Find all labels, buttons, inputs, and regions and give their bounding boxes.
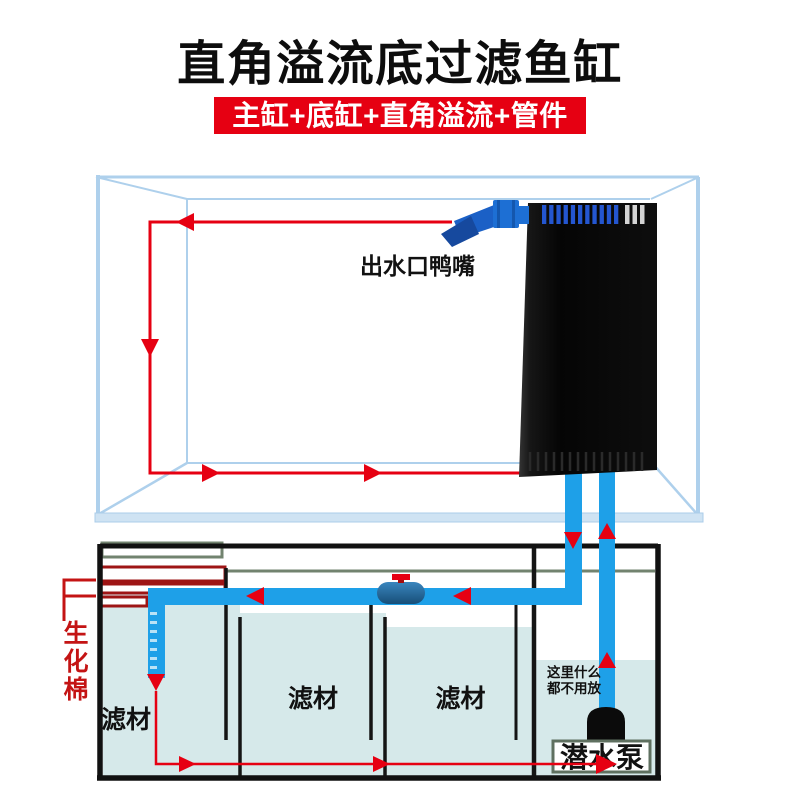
filter-media-label-3: 滤材 xyxy=(435,685,486,713)
sump-tank xyxy=(62,541,661,781)
pipe-valve xyxy=(377,574,425,604)
flow-arrow-down xyxy=(147,674,165,691)
sump-water xyxy=(103,590,656,776)
flow-arrow-left xyxy=(246,587,264,605)
pump-chamber-note-line2: 都不用放 xyxy=(547,680,601,696)
tank-flow-path xyxy=(141,213,532,482)
biochem-label-bracket xyxy=(62,578,96,621)
outlet-duckbill-label: 出水口鸭嘴 xyxy=(360,253,475,279)
down-pipe-ticks xyxy=(150,612,157,669)
overflow-comb-gray xyxy=(625,205,645,224)
pump-chamber-note-line1: 这里什么 xyxy=(547,665,601,680)
flow-arrow-left xyxy=(176,213,194,231)
duckbill-outlet xyxy=(441,200,529,247)
flow-arrow-right xyxy=(179,756,196,772)
flow-arrow-up xyxy=(598,652,616,668)
flow-arrow-down xyxy=(564,532,582,549)
filter-media-label-2: 滤材 xyxy=(287,685,338,713)
subtitle-banner: 主缸+底缸+直角溢流+管件 xyxy=(214,97,586,134)
flow-arrow-right xyxy=(596,754,617,774)
sump-horizontal-pipe xyxy=(148,588,582,605)
flow-arrow-down xyxy=(141,339,159,357)
main-tank-outline xyxy=(94,175,704,523)
flow-arrow-right xyxy=(373,756,390,772)
filter-media-label-1: 滤材 xyxy=(101,706,152,734)
flow-arrow-up xyxy=(598,523,616,539)
overflow-box xyxy=(519,203,657,477)
pipe-flow-arrows xyxy=(147,523,616,691)
flow-arrow-right xyxy=(202,464,220,482)
return-pipe xyxy=(599,470,615,710)
overflow-comb-blue xyxy=(542,205,619,224)
sump-flow-path xyxy=(154,691,617,774)
flow-arrow-right xyxy=(364,464,382,482)
pump-chamber-note: 这里什么 都不用放 xyxy=(547,665,601,696)
overflow-bottom-grille xyxy=(528,452,644,471)
flow-arrow-left xyxy=(453,587,471,605)
page-title: 直角溢流底过滤鱼缸 xyxy=(177,38,623,91)
biochem-cotton-label: 生化棉 xyxy=(60,620,88,704)
